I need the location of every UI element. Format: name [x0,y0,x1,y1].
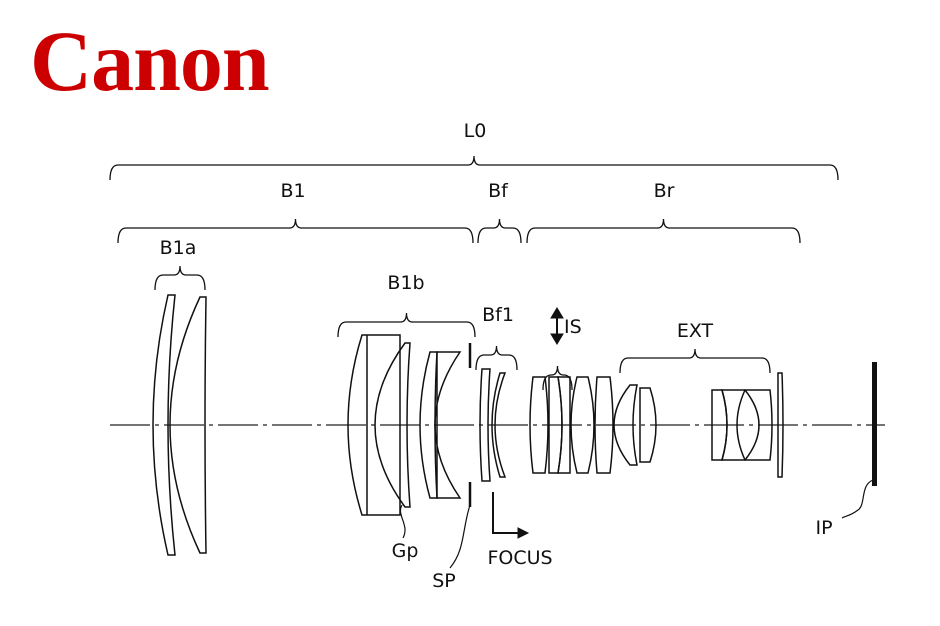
label-Bf: Bf [488,180,509,202]
leader-IP [842,480,873,518]
label-Bf1: Bf1 [482,304,514,326]
bracket-L0 [110,156,838,180]
bracket-EXT [620,349,770,373]
label-IP: IP [815,517,832,539]
label-B1: B1 [280,180,305,202]
label-IS: IS [564,316,582,338]
focus-arrow-icon [493,492,528,538]
image-plane [872,362,877,486]
label-B1a: B1a [160,237,197,259]
bracket-B1a [155,266,205,290]
label-Br: Br [654,180,675,202]
bracket-B1b [338,313,475,337]
bracket-Br [527,219,800,243]
label-L0: L0 [464,120,487,142]
leader-Gp [400,505,405,538]
group-brackets [110,156,838,390]
bracket-Bf [478,219,521,243]
label-B1b: B1b [387,272,424,294]
label-Gp: Gp [392,540,419,562]
label-FOCUS: FOCUS [487,547,552,569]
leader-SP [450,505,470,568]
label-EXT: EXT [677,320,714,342]
label-SP: SP [432,570,456,592]
is-double-arrow-icon [551,308,563,344]
bracket-Bf1 [476,346,517,370]
